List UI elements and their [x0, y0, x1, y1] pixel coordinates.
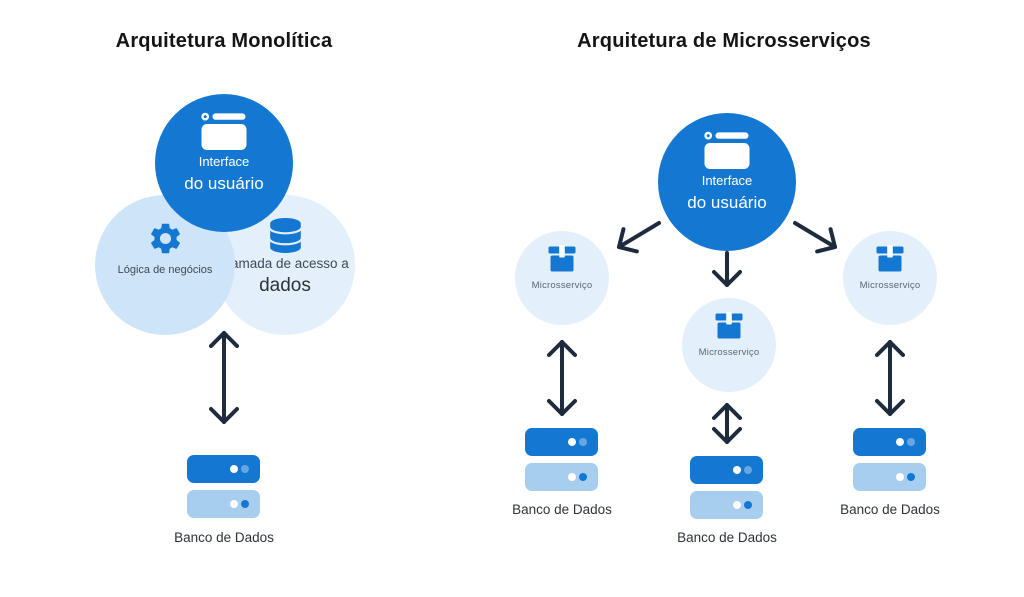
microservices-title: Arquitetura de Microsserviços	[577, 30, 871, 52]
monolith-database-label: Banco de Dados	[174, 530, 274, 545]
status-dot	[907, 473, 915, 481]
microservice-database-label: Banco de Dados	[677, 530, 777, 545]
microservice-circle: Microsserviço	[515, 231, 609, 325]
status-dot	[230, 500, 238, 508]
status-dot	[733, 466, 741, 474]
microservice-circle: Microsserviço	[843, 231, 937, 325]
server-bar-bottom	[690, 491, 763, 519]
status-dot	[568, 473, 576, 481]
ui-circle-label-line1: Interface	[701, 173, 753, 188]
status-dot	[579, 438, 587, 446]
server-bar-top	[690, 456, 763, 484]
database-icon	[269, 218, 301, 253]
box-icon	[714, 312, 744, 340]
browser-window-icon	[201, 112, 247, 150]
microservice-database-server	[525, 428, 598, 491]
data-access-label-line1: Camada de acesso a	[221, 256, 349, 271]
status-dot	[241, 500, 249, 508]
box-icon	[875, 245, 905, 273]
server-bar-top	[187, 455, 260, 483]
monolith-database-server	[187, 455, 260, 518]
server-bar-bottom	[187, 490, 260, 518]
status-dot	[907, 438, 915, 446]
status-dot	[579, 473, 587, 481]
microservice-label: Microsserviço	[698, 347, 760, 358]
server-bar-top	[853, 428, 926, 456]
gear-icon	[147, 220, 184, 257]
monolith-ui-circle: Interface do usuário	[155, 94, 293, 232]
microservice-database-server	[690, 456, 763, 519]
ui-circle-label-line1: Interface	[198, 154, 250, 169]
browser-window-icon	[704, 131, 750, 169]
box-icon	[547, 245, 577, 273]
status-dot	[241, 465, 249, 473]
data-access-circle: Camada de acesso a dados	[215, 195, 355, 335]
ui-circle-label-line2: do usuário	[184, 173, 264, 193]
microservice-label: Microsserviço	[531, 280, 593, 291]
microservice-database-label: Banco de Dados	[840, 502, 940, 517]
ui-to-microservice3-arrow	[793, 221, 837, 254]
monolith-title: Arquitetura Monolítica	[115, 30, 333, 52]
microservice-label: Microsserviço	[859, 280, 921, 291]
status-dot	[744, 501, 752, 509]
business-logic-label: Lógica de negócios	[117, 264, 213, 276]
server-bar-bottom	[853, 463, 926, 491]
microservice-database-label: Banco de Dados	[512, 502, 612, 517]
microservice-circle: Microsserviço	[682, 298, 776, 392]
microservices-ui-circle: Interface do usuário	[658, 113, 796, 251]
server-bar-bottom	[525, 463, 598, 491]
status-dot	[568, 438, 576, 446]
status-dot	[744, 466, 752, 474]
ui-circle-label-line2: do usuário	[687, 192, 767, 212]
ui-to-microservice1-arrow	[617, 221, 661, 254]
data-access-label-line2: dados	[259, 274, 311, 296]
status-dot	[896, 473, 904, 481]
server-bar-top	[525, 428, 598, 456]
status-dot	[230, 465, 238, 473]
status-dot	[896, 438, 904, 446]
microservice-database-server	[853, 428, 926, 491]
status-dot	[733, 501, 741, 509]
